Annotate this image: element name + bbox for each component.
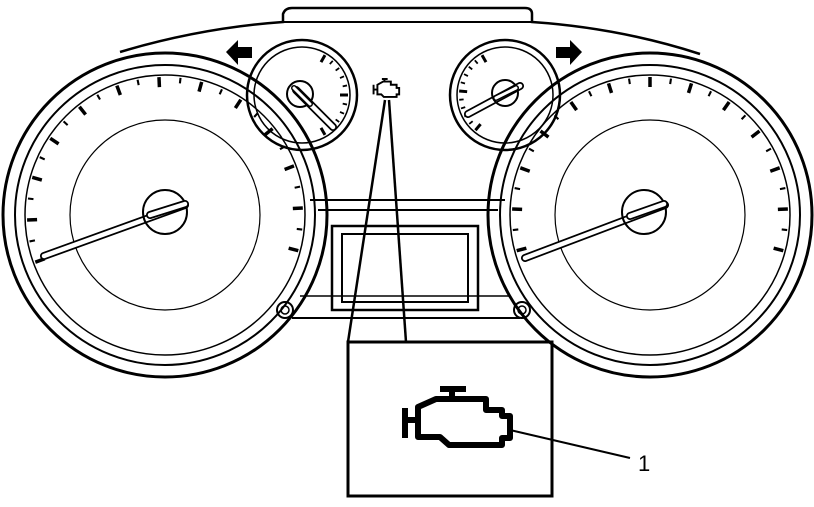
tick-mark <box>136 79 140 86</box>
tick-mark <box>528 147 535 153</box>
tick-mark <box>627 78 631 85</box>
tick-mark <box>686 82 694 94</box>
tick-mark <box>27 197 34 201</box>
tick-mark <box>781 228 788 232</box>
tick-mark <box>606 82 614 94</box>
tick-mark <box>460 106 466 110</box>
tick-mark <box>474 123 482 132</box>
left-gauge-ticks <box>27 77 303 264</box>
tick-mark <box>339 75 345 79</box>
tick-mark <box>218 88 223 95</box>
mounting-screw-right <box>513 301 531 319</box>
callout-number: 1 <box>638 451 650 476</box>
tick-mark <box>769 166 781 173</box>
tick-mark <box>294 185 301 189</box>
tick-mark <box>463 73 469 77</box>
detail-box <box>346 340 554 498</box>
tick-mark <box>765 147 772 153</box>
tick-mark <box>263 127 274 137</box>
tick-mark <box>516 246 527 253</box>
tick-mark <box>569 100 579 112</box>
tick-mark <box>342 84 348 88</box>
tick-mark <box>31 175 43 182</box>
tick-mark <box>773 246 784 253</box>
detail-leader-lines <box>346 99 408 343</box>
tick-mark <box>296 227 303 231</box>
tick-mark <box>29 239 36 243</box>
arrow-left-icon <box>226 40 252 65</box>
tick-mark <box>512 228 519 232</box>
tick-mark <box>750 129 761 139</box>
tick-mark <box>115 85 122 96</box>
tick-mark <box>514 187 521 191</box>
tick-mark <box>197 81 204 93</box>
mounting-screw-left <box>276 301 294 319</box>
tick-mark <box>740 114 747 121</box>
tick-mark <box>96 94 101 101</box>
tick-mark <box>519 166 531 173</box>
tick-mark <box>78 105 87 116</box>
cluster-housing <box>119 6 701 319</box>
tick-mark <box>342 102 348 106</box>
tick-mark <box>335 118 340 123</box>
right-gauge-ticks <box>512 77 788 253</box>
tick-mark <box>468 120 474 125</box>
left-small-gauge <box>245 38 359 152</box>
tick-mark <box>721 100 731 112</box>
tick-mark <box>669 78 673 85</box>
tick-mark <box>459 89 468 94</box>
tick-mark <box>39 156 46 161</box>
tick-mark <box>284 164 295 172</box>
tick-mark <box>480 54 488 63</box>
tick-mark <box>288 246 299 253</box>
tick-mark <box>339 111 345 115</box>
callout-1: 1 <box>509 429 650 476</box>
arrow-right-icon <box>556 40 582 65</box>
right-main-gauge <box>486 51 814 379</box>
tick-mark <box>233 98 243 110</box>
tick-mark <box>329 60 334 65</box>
check-engine-icon <box>372 78 401 98</box>
tick-mark <box>178 77 182 84</box>
tick-mark <box>468 65 473 71</box>
tick-mark <box>319 54 327 63</box>
check-engine-icon-enlarged <box>402 386 513 448</box>
tick-mark <box>779 187 786 191</box>
tick-mark <box>588 90 593 97</box>
tick-mark <box>335 67 340 72</box>
right-small-gauge <box>448 38 562 152</box>
tick-mark <box>49 136 60 146</box>
tick-mark <box>707 90 712 97</box>
left-main-gauge <box>1 51 329 379</box>
tick-mark <box>460 81 466 85</box>
tick-mark <box>474 59 479 65</box>
tick-mark <box>292 206 303 211</box>
tick-mark <box>62 120 69 126</box>
tick-mark <box>319 127 327 136</box>
